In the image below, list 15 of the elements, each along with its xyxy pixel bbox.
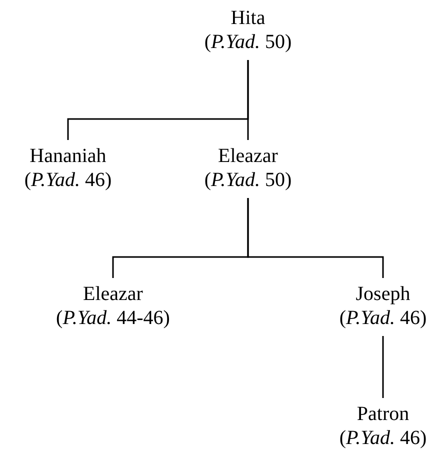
tree-line (247, 198, 384, 278)
tree-line (382, 336, 384, 398)
person-name: Hananiah (30, 144, 106, 168)
person-name: Joseph (356, 282, 410, 306)
source-reference: (P.Yad. 46) (339, 426, 427, 450)
source-reference: (P.Yad. 46) (339, 306, 427, 330)
person-name: Eleazar (218, 144, 278, 168)
person-name: Eleazar (83, 282, 143, 306)
person-name: Patron (356, 402, 410, 426)
person-name: Hita (230, 6, 266, 30)
source-reference: (P.Yad. 50) (204, 168, 292, 192)
source-reference: (P.Yad. 46) (24, 168, 112, 192)
source-reference: (P.Yad. 44-46) (56, 306, 170, 330)
tree-line (247, 60, 249, 140)
source-reference: (P.Yad. 50) (204, 30, 292, 54)
